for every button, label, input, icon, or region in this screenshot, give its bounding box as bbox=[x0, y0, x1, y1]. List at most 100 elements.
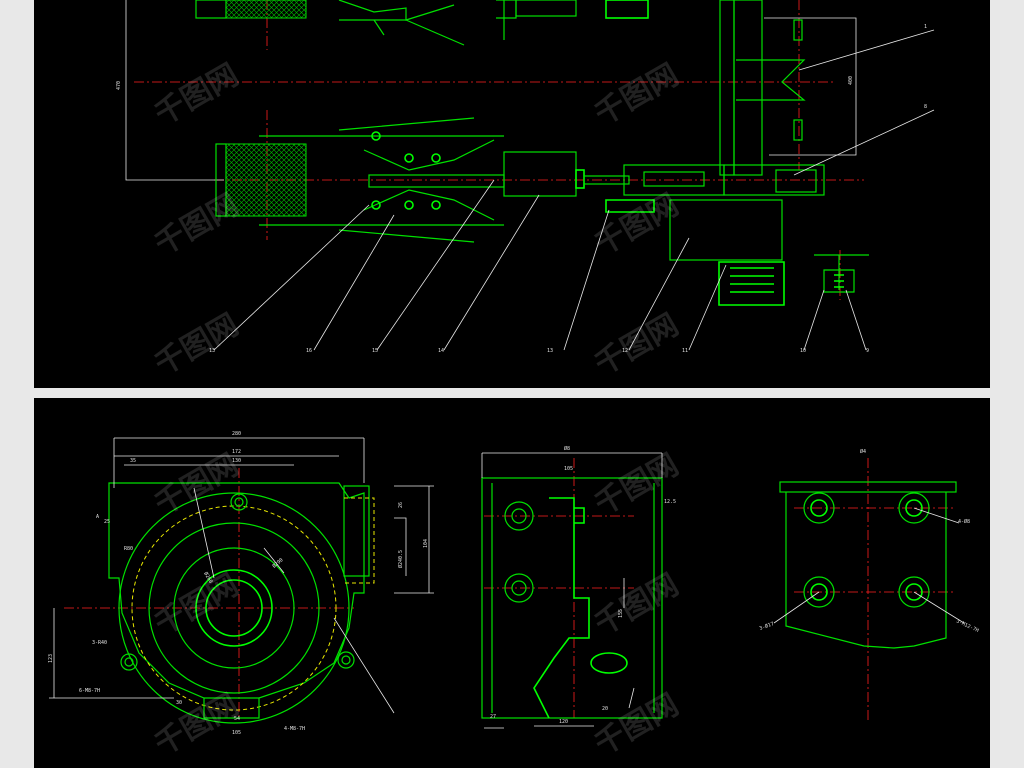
bracket-hole-tr-inner bbox=[905, 499, 923, 517]
foot bbox=[203, 698, 260, 719]
dim-right-4-8: 4-Ø8 bbox=[958, 518, 970, 525]
bottom-drawing-panel: 280 172 130 35 26 Ø240.5 104 123 R80 Ø26… bbox=[34, 398, 990, 768]
left-dims-top bbox=[113, 437, 365, 488]
mid-hole-2 bbox=[504, 573, 534, 603]
dim-mid-20: 20 bbox=[602, 706, 608, 712]
pivot-5 bbox=[431, 153, 441, 163]
dim-400: 400 bbox=[848, 76, 854, 85]
outer-circle bbox=[118, 492, 350, 724]
handwheel bbox=[814, 254, 869, 293]
bracket-hole-br bbox=[898, 576, 930, 608]
dim-105: 105 bbox=[232, 730, 241, 736]
upper-housing bbox=[195, 0, 227, 19]
callout-13b: 13 bbox=[547, 348, 553, 354]
bracket-hole-bl-inner bbox=[810, 583, 828, 601]
dim-line-right bbox=[764, 17, 857, 156]
dim-mid-155: 155 bbox=[618, 609, 624, 618]
dim-r80: R80 bbox=[124, 546, 133, 552]
dim-123: 123 bbox=[48, 654, 54, 663]
bracket-hole-tl bbox=[803, 492, 835, 524]
mid-oval bbox=[590, 652, 628, 674]
gearbox-inner bbox=[643, 171, 705, 187]
left-leaders bbox=[193, 487, 395, 714]
dim-mid-8: Ø8 bbox=[564, 445, 570, 452]
callout-13a: 13 bbox=[209, 348, 215, 354]
lower-hatched-block bbox=[225, 143, 307, 217]
callout-12: 12 bbox=[622, 348, 628, 354]
dim-mid-12-5: 12.5 bbox=[664, 499, 676, 505]
leader-12 bbox=[628, 237, 690, 351]
leader-1 bbox=[798, 29, 935, 71]
right-bracket bbox=[736, 59, 806, 101]
mid-hole-1-inner bbox=[511, 508, 527, 524]
callout-10: 10 bbox=[800, 348, 806, 354]
main-shaft bbox=[368, 174, 505, 188]
dim-240: Ø240.5 bbox=[397, 550, 404, 568]
coupling-shaft bbox=[583, 175, 630, 185]
bore-outer bbox=[195, 569, 273, 647]
dim-3r40: 3-R40 bbox=[92, 640, 107, 646]
pivot-6 bbox=[431, 200, 441, 210]
callout-14: 14 bbox=[438, 348, 444, 354]
dim-4m8: 4-M8-7H bbox=[284, 726, 305, 732]
left-dims-side bbox=[394, 485, 434, 594]
upper-motor bbox=[515, 0, 577, 17]
bracket-leaders bbox=[773, 507, 965, 624]
bracket-top-plate bbox=[779, 481, 957, 493]
dim-right-4: Ø4 bbox=[860, 448, 866, 455]
mid-circle bbox=[148, 522, 320, 694]
right-column bbox=[719, 0, 735, 176]
leader-13a bbox=[213, 204, 370, 351]
output-shaft bbox=[775, 169, 817, 193]
dim-470: 470 bbox=[116, 81, 122, 90]
inner-circle bbox=[173, 547, 295, 669]
housing-outline bbox=[108, 482, 365, 699]
bracket-hole-tr bbox=[898, 492, 930, 524]
hole-top-inner bbox=[234, 497, 244, 507]
base-gears bbox=[718, 261, 785, 306]
mid-hole-1 bbox=[504, 501, 534, 531]
top-drawing-panel: 470 400 13 16 15 14 13 12 bbox=[34, 0, 990, 388]
bracket-hole-tl-inner bbox=[810, 499, 828, 517]
hole-left-inner bbox=[124, 657, 134, 667]
leader-14 bbox=[443, 194, 540, 351]
base-block bbox=[669, 199, 783, 261]
leader-9 bbox=[845, 289, 867, 351]
dim-right-m12: 3-M12-7H bbox=[955, 618, 979, 634]
bolt-circle bbox=[131, 505, 337, 711]
callout-11: 11 bbox=[682, 348, 688, 354]
hole-top bbox=[230, 493, 248, 511]
dim-26: 26 bbox=[398, 502, 404, 508]
bore-inner bbox=[205, 579, 263, 637]
right-bolt-2 bbox=[793, 119, 803, 141]
dim-line-left bbox=[125, 0, 224, 181]
callout-8: 8 bbox=[924, 104, 927, 110]
bracket-body bbox=[785, 492, 947, 649]
assembly-drawing: 470 400 13 16 15 14 13 12 bbox=[116, 0, 935, 354]
housing-front-view: 280 172 130 35 26 Ø240.5 104 123 R80 Ø26… bbox=[48, 431, 434, 736]
upper-hatched-block bbox=[225, 0, 307, 19]
dim-280: 280 bbox=[232, 431, 241, 437]
leader-11 bbox=[688, 264, 727, 351]
dim-right-3-17: 3-Ø17 bbox=[758, 620, 775, 632]
leader-8 bbox=[793, 109, 935, 176]
pivot-2 bbox=[371, 200, 381, 210]
upper-gear bbox=[605, 0, 649, 19]
section-outline bbox=[481, 477, 663, 719]
part-drawings: 280 172 130 35 26 Ø240.5 104 123 R80 Ø26… bbox=[48, 431, 980, 736]
output-housing bbox=[723, 164, 825, 196]
mid-dims bbox=[481, 452, 663, 729]
housing-section-view: Ø8 105 155 12.5 120 20 27 bbox=[481, 445, 676, 729]
dim-30: 30 bbox=[176, 700, 182, 706]
dim-25: 25 bbox=[104, 519, 110, 525]
hole-right-inner bbox=[341, 655, 351, 665]
section-web bbox=[533, 497, 590, 719]
dim-mid-27: 27 bbox=[490, 714, 496, 720]
dim-35: 35 bbox=[130, 458, 136, 464]
leader-15 bbox=[376, 179, 495, 351]
pivot-1 bbox=[371, 131, 381, 141]
hole-right bbox=[337, 651, 355, 669]
flange-hidden bbox=[344, 497, 375, 584]
dim-54: 54 bbox=[234, 716, 240, 722]
mid-hole-2-inner bbox=[511, 580, 527, 596]
